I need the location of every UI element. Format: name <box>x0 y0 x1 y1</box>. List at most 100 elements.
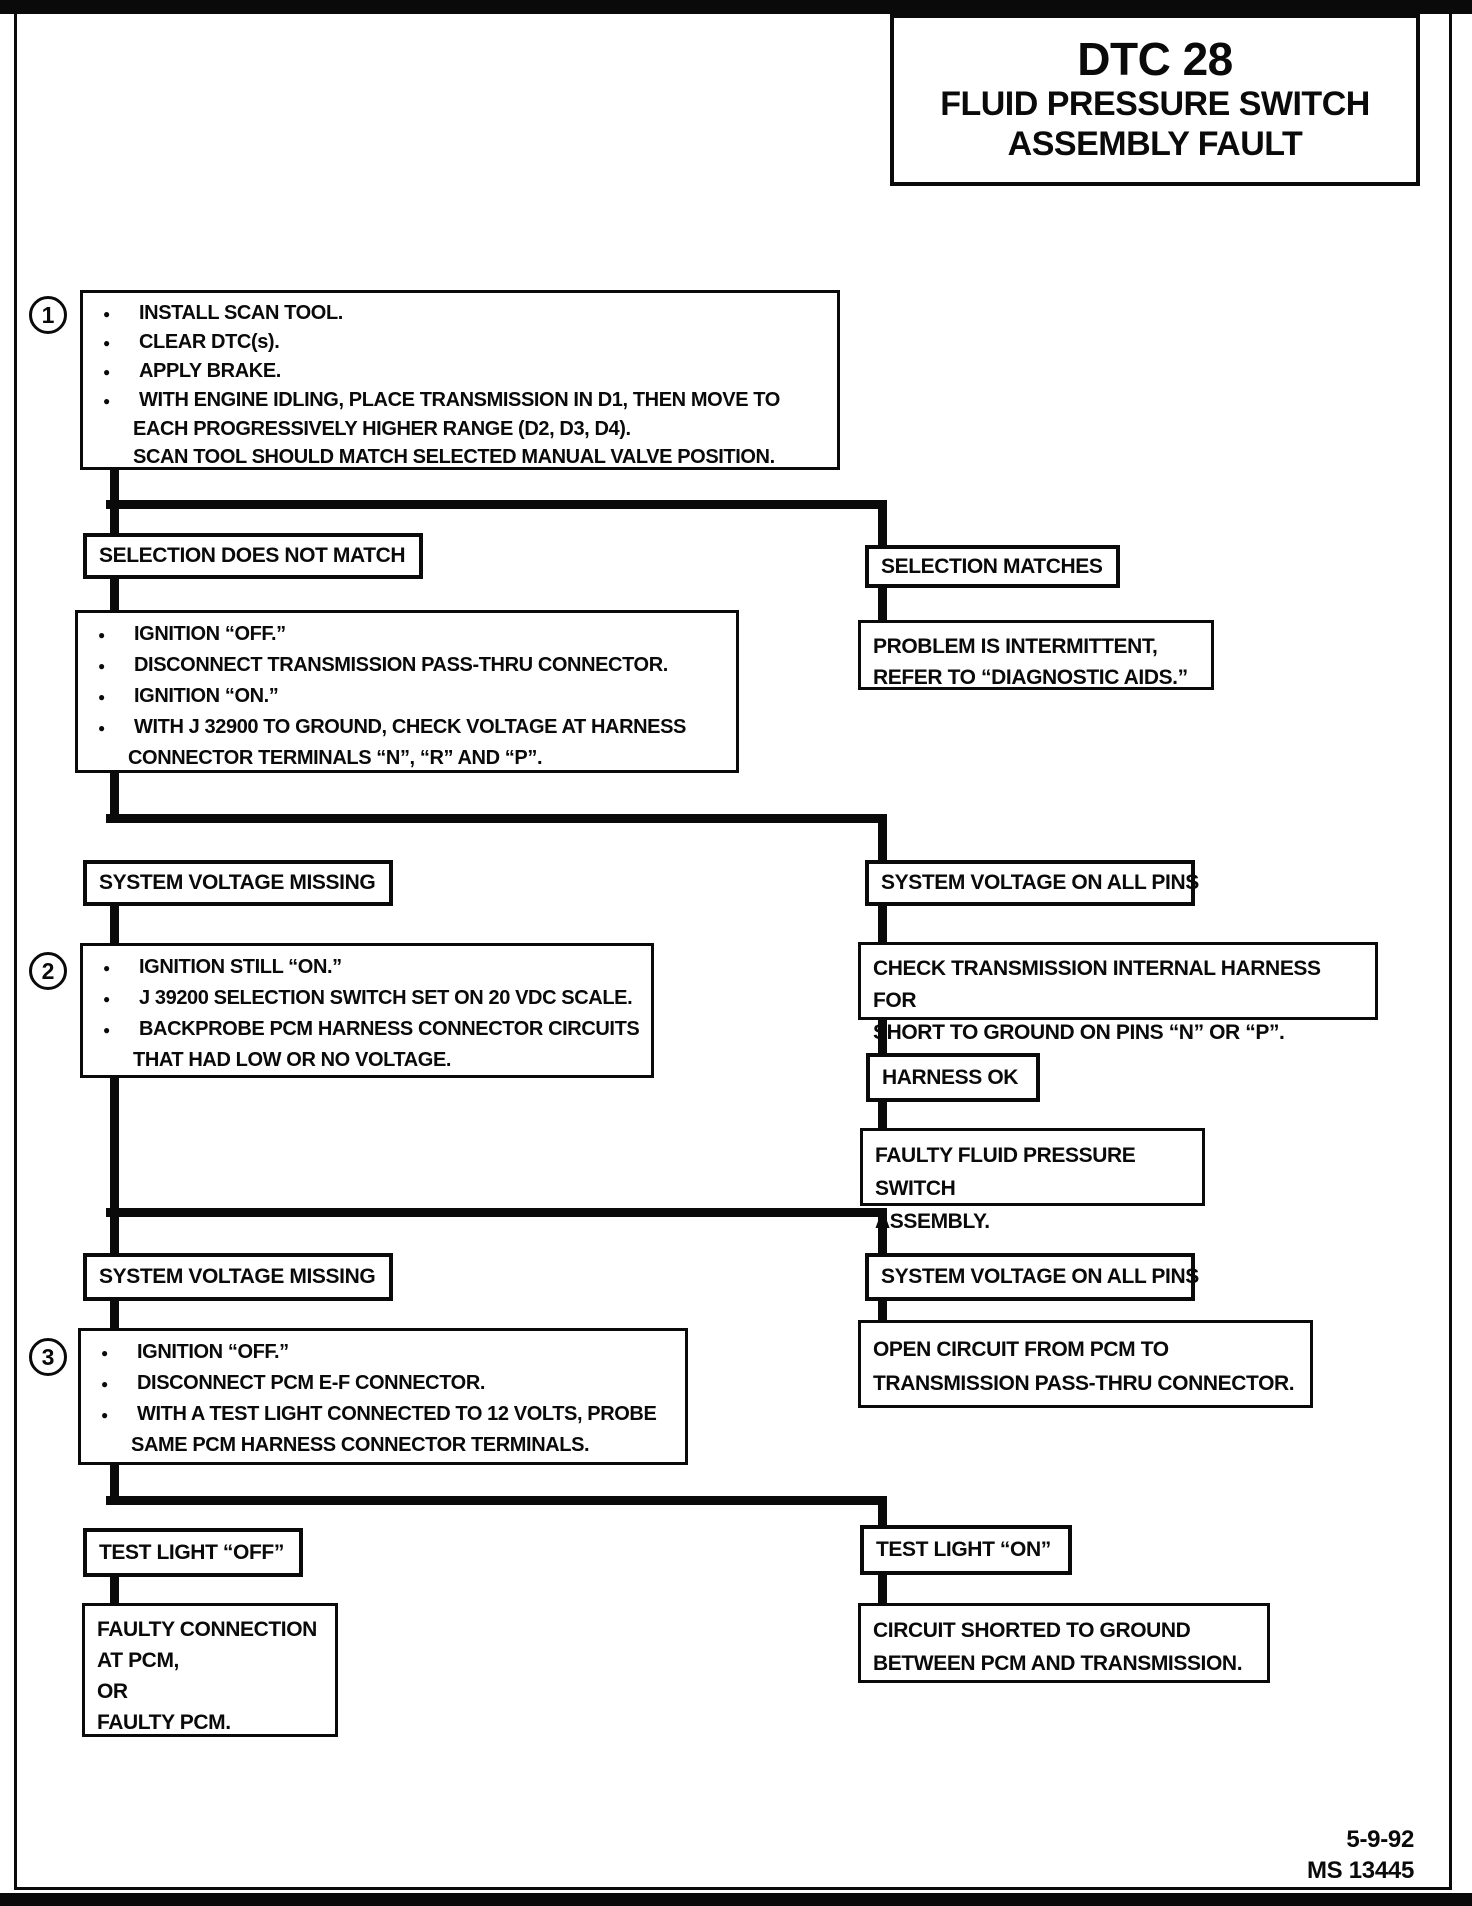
bullet-line: ● CLEAR DTC(s). <box>97 328 827 357</box>
bullet-icon: ● <box>103 992 110 1006</box>
connector-branch-3 <box>106 1208 887 1217</box>
bullet-icon: ● <box>101 1377 108 1391</box>
node-text-line: CIRCUIT SHORTED TO GROUND <box>873 1619 1191 1642</box>
bullet-line: ● DISCONNECT PCM E-F CONNECTOR. <box>95 1368 675 1399</box>
node-faulty-switch-assembly: FAULTY FLUID PRESSURE SWITCH ASSEMBLY. <box>860 1128 1205 1233</box>
bullet-icon: ● <box>98 628 105 642</box>
connector-to-ignition-check <box>110 577 119 612</box>
connector-step3-down <box>110 1463 119 1503</box>
bullet-text: CLEAR DTC(s). <box>139 331 280 353</box>
bullet-continuation: THAT HAD LOW OR NO VOLTAGE. <box>97 1045 641 1075</box>
bullet-continuation: CONNECTOR TERMINALS “N”, “R” AND “P”. <box>92 743 726 773</box>
node-text-line: FAULTY PCM. <box>97 1711 231 1734</box>
node-system-voltage-missing-1: SYSTEM VOLTAGE MISSING <box>83 860 393 906</box>
footer-doc-number: MS 13445 <box>1306 1857 1414 1884</box>
bullet-icon: ● <box>103 307 110 321</box>
bullet-line: ●DISCONNECT TRANSMISSION PASS-THRU CONNE… <box>92 650 726 681</box>
dtc-code: DTC 28 <box>1077 33 1233 85</box>
connector-to-check-harness <box>878 904 887 944</box>
node-label: HARNESS OK <box>882 1065 1019 1089</box>
bullet-text: IGNITION STILL “ON.” <box>139 956 342 978</box>
node-label: SYSTEM VOLTAGE ON ALL PINS <box>881 871 1199 894</box>
bullet-text: IGNITION “OFF.” <box>134 623 286 645</box>
node-step3-procedure: ●IGNITION “OFF.” ●DISCONNECT PCM E-F CON… <box>78 1328 688 1465</box>
connector-to-harness-ok <box>878 1018 887 1055</box>
node-text-line: FAULTY CONNECTION <box>97 1618 317 1641</box>
connector-to-step2 <box>110 904 119 945</box>
node-test-light-on: TEST LIGHT “ON” <box>860 1525 1072 1575</box>
bottom-edge-bar <box>0 1893 1472 1906</box>
bullet-text: INSTALL SCAN TOOL. <box>139 302 343 324</box>
node-label: SYSTEM VOLTAGE MISSING <box>99 871 376 894</box>
bullet-text: DISCONNECT PCM E-F CONNECTOR. <box>137 1372 486 1394</box>
node-label: TEST LIGHT “ON” <box>876 1538 1051 1561</box>
node-check-internal-harness: CHECK TRANSMISSION INTERNAL HARNESS FOR … <box>858 942 1378 1044</box>
node-selection-does-not-match: SELECTION DOES NOT MATCH <box>83 533 423 579</box>
title-subtitle-2: ASSEMBLY FAULT <box>1007 125 1303 163</box>
page-border <box>14 8 1452 1890</box>
bullet-icon: ● <box>103 961 110 975</box>
bullet-icon: ● <box>98 690 105 704</box>
node-text-line: BETWEEN PCM AND TRANSMISSION. <box>873 1652 1243 1675</box>
bullet-icon: ● <box>103 394 110 408</box>
bullet-text: IGNITION “ON.” <box>134 685 279 707</box>
node-label: SELECTION MATCHES <box>881 554 1103 578</box>
bullet-line: ●IGNITION “OFF.” <box>95 1337 675 1368</box>
bullet-text: CONNECTOR TERMINALS “N”, “R” AND “P”. <box>128 747 543 769</box>
bullet-line: ● IGNITION STILL “ON.” <box>97 952 641 983</box>
node-faulty-connection: FAULTY CONNECTION AT PCM, OR FAULTY PCM. <box>82 1603 338 1737</box>
node-text-line: FAULTY FLUID PRESSURE SWITCH <box>875 1144 1136 1200</box>
node-text-line: ASSEMBLY. <box>875 1210 990 1233</box>
bullet-continuation: SCAN TOOL SHOULD MATCH SELECTED MANUAL V… <box>97 443 827 471</box>
node-text-line: TRANSMISSION PASS-THRU CONNECTOR. <box>873 1372 1295 1395</box>
connector-branch-1 <box>106 500 887 509</box>
title-box: DTC 28 FLUID PRESSURE SWITCH ASSEMBLY FA… <box>890 14 1420 186</box>
bullet-line: ●APPLY BRAKE. <box>97 357 827 386</box>
step-circle-2: 2 <box>29 952 67 990</box>
connector-branch-2 <box>106 814 887 823</box>
title-subtitle-1: FLUID PRESSURE SWITCH <box>940 85 1370 123</box>
node-system-voltage-on-all-pins-2: SYSTEM VOLTAGE ON ALL PINS <box>865 1253 1199 1301</box>
bullet-text: EACH PROGRESSIVELY HIGHER RANGE (D2, D3,… <box>133 418 631 440</box>
node-label: SELECTION DOES NOT MATCH <box>99 544 406 567</box>
bullet-text: DISCONNECT TRANSMISSION PASS-THRU CONNEC… <box>134 654 668 676</box>
connector-branch-4 <box>106 1496 887 1505</box>
node-label: SYSTEM VOLTAGE MISSING <box>99 1265 376 1288</box>
bullet-text: IGNITION “OFF.” <box>137 1341 289 1363</box>
step-circle-1: 1 <box>29 296 67 334</box>
node-selection-matches: SELECTION MATCHES <box>865 545 1120 588</box>
bullet-icon: ● <box>103 365 110 379</box>
node-test-light-off: TEST LIGHT “OFF” <box>83 1528 303 1577</box>
connector-to-step3 <box>110 1299 119 1330</box>
footer: 5-9-92 MS 13445 <box>1307 1824 1414 1886</box>
bullet-icon: ● <box>103 1023 110 1037</box>
node-text-line: OPEN CIRCUIT FROM PCM TO <box>873 1338 1169 1361</box>
connector-to-voltage-all-pins-1 <box>878 814 887 862</box>
bullet-text: WITH J 32900 TO GROUND, CHECK VOLTAGE AT… <box>134 716 686 738</box>
bullet-text: J 39200 SELECTION SWITCH SET ON 20 VDC S… <box>139 987 633 1009</box>
node-circuit-shorted: CIRCUIT SHORTED TO GROUND BETWEEN PCM AN… <box>858 1603 1270 1683</box>
node-ignition-check-procedure: ●IGNITION “OFF.” ●DISCONNECT TRANSMISSIO… <box>75 610 739 773</box>
bullet-line: ● IGNITION “ON.” <box>92 681 726 712</box>
node-step1-procedure: ● INSTALL SCAN TOOL. ● CLEAR DTC(s). ●APPL… <box>80 290 840 470</box>
bullet-text: SCAN TOOL SHOULD MATCH SELECTED MANUAL V… <box>133 446 775 468</box>
node-system-voltage-missing-2: SYSTEM VOLTAGE MISSING <box>83 1253 393 1301</box>
bullet-continuation: EACH PROGRESSIVELY HIGHER RANGE (D2, D3,… <box>97 415 827 443</box>
node-system-voltage-on-all-pins-1: SYSTEM VOLTAGE ON ALL PINS <box>865 860 1199 906</box>
bullet-text: BACKPROBE PCM HARNESS CONNECTOR CIRCUITS <box>139 1018 640 1040</box>
node-open-circuit: OPEN CIRCUIT FROM PCM TO TRANSMISSION PA… <box>858 1320 1313 1408</box>
node-text-line: SHORT TO GROUND ON PINS “N” OR “P”. <box>873 1021 1285 1044</box>
node-text-line: AT PCM, <box>97 1649 179 1672</box>
bullet-text: SAME PCM HARNESS CONNECTOR TERMINALS. <box>131 1434 590 1456</box>
bullet-icon: ● <box>103 336 110 350</box>
bullet-icon: ● <box>101 1408 108 1422</box>
bullet-continuation: SAME PCM HARNESS CONNECTOR TERMINALS. <box>95 1430 675 1460</box>
step-circle-3: 3 <box>29 1338 67 1376</box>
bullet-line: ● BACKPROBE PCM HARNESS CONNECTOR CIRCUIT… <box>97 1014 641 1045</box>
connector-to-test-light-on <box>878 1496 887 1527</box>
node-text-line: CHECK TRANSMISSION INTERNAL HARNESS FOR <box>873 957 1321 1012</box>
node-text-line: OR <box>97 1680 128 1703</box>
node-harness-ok: HARNESS OK <box>866 1053 1040 1102</box>
connector-to-faulty-switch <box>878 1100 887 1130</box>
bullet-text: WITH A TEST LIGHT CONNECTED TO 12 VOLTS,… <box>137 1403 657 1425</box>
